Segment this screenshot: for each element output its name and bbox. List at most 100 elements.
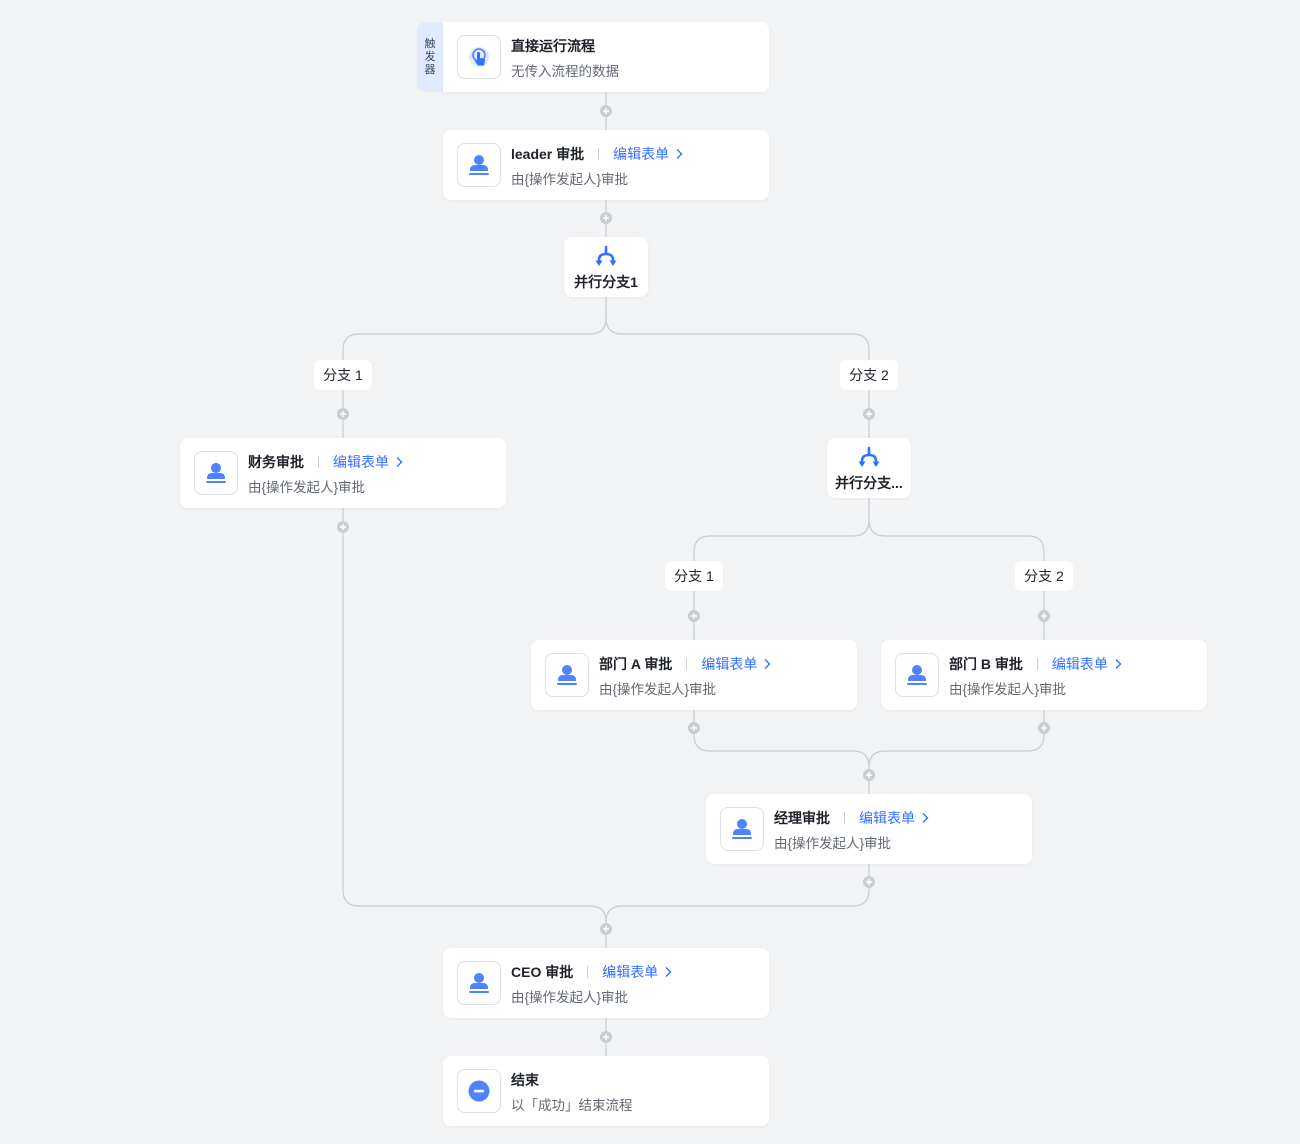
approval-node-manager[interactable]: 经理审批 编辑表单 由{操作发起人}审批	[706, 794, 1032, 864]
approver-icon	[545, 653, 589, 697]
parallel-branch-label: 并行分支1	[574, 274, 638, 290]
branch-label[interactable]: 分支 1	[665, 561, 723, 591]
edit-form-link[interactable]: 编辑表单	[701, 654, 771, 674]
divider	[844, 812, 845, 824]
chevron-right-icon	[396, 457, 403, 467]
edit-form-link[interactable]: 编辑表单	[333, 452, 403, 472]
connector	[868, 519, 1045, 640]
node-title-row: leader 审批 编辑表单	[511, 144, 683, 164]
approver-icon	[895, 653, 939, 697]
connector	[868, 709, 1045, 768]
node-title: leader 审批	[511, 146, 585, 162]
node-subtitle: 由{操作发起人}审批	[511, 990, 629, 1005]
node-title: CEO 审批	[511, 964, 574, 980]
node-title-row: 部门 A 审批 编辑表单	[599, 654, 771, 674]
edit-form-label: 编辑表单	[602, 964, 659, 980]
chevron-right-icon	[922, 813, 929, 823]
node-title-row: 直接运行流程	[511, 36, 595, 56]
node-title: 直接运行流程	[511, 38, 595, 54]
node-subtitle: 无传入流程的数据	[511, 64, 619, 79]
add-node-button[interactable]	[600, 1031, 612, 1043]
edit-form-link[interactable]: 编辑表单	[1052, 654, 1122, 674]
edit-form-label: 编辑表单	[613, 146, 670, 162]
connector	[342, 508, 607, 948]
trigger-tab: 触 发 器	[417, 22, 443, 92]
connector	[693, 709, 870, 794]
chevron-right-icon	[764, 659, 771, 669]
add-node-button[interactable]	[600, 212, 612, 224]
connector	[342, 297, 607, 438]
edit-form-label: 编辑表单	[859, 810, 915, 826]
connector	[605, 863, 870, 923]
divider	[1036, 658, 1038, 670]
add-node-button[interactable]	[863, 876, 875, 888]
edit-form-label: 编辑表单	[333, 454, 389, 470]
node-title-row: 经理审批 编辑表单	[774, 808, 929, 828]
approval-node-finance[interactable]: 财务审批 编辑表单 由{操作发起人}审批	[180, 438, 506, 508]
parallel-branch-icon	[595, 245, 617, 266]
edit-form-link[interactable]: 编辑表单	[602, 962, 672, 982]
parallel-branch-icon	[858, 446, 880, 467]
tap-hand-icon	[457, 35, 501, 79]
end-node[interactable]: 结束 以「成功」结束流程	[443, 1056, 769, 1126]
node-title-row: 结束	[511, 1070, 539, 1090]
node-subtitle: 由{操作发起人}审批	[248, 480, 366, 495]
branch-label-text: 分支 2	[849, 367, 889, 383]
trigger-tab-char: 发	[424, 50, 436, 63]
add-node-button[interactable]	[600, 105, 612, 117]
approval-node-ceo[interactable]: CEO 审批 编辑表单 由{操作发起人}审批	[443, 948, 769, 1018]
node-title: 部门 A 审批	[599, 656, 673, 672]
add-node-button[interactable]	[1038, 722, 1050, 734]
parallel-branch-label: 并行分支...	[835, 475, 903, 491]
add-node-button[interactable]	[337, 408, 349, 420]
node-subtitle: 由{操作发起人}审批	[511, 172, 629, 187]
parallel-branch-node[interactable]: 并行分支1	[564, 237, 648, 297]
connector	[605, 317, 870, 438]
branch-label[interactable]: 分支 2	[1015, 561, 1073, 591]
approver-icon	[457, 143, 501, 187]
divider	[318, 456, 319, 468]
approval-node-dept-b[interactable]: 部门 B 审批 编辑表单 由{操作发起人}审批	[881, 640, 1207, 710]
chevron-right-icon	[1115, 659, 1122, 669]
node-title-row: 部门 B 审批 编辑表单	[949, 654, 1122, 674]
node-title-row: 财务审批 编辑表单	[248, 452, 403, 472]
add-node-button[interactable]	[600, 923, 612, 935]
chevron-right-icon	[665, 967, 672, 977]
approval-node-dept-a[interactable]: 部门 A 审批 编辑表单 由{操作发起人}审批	[531, 640, 857, 710]
chevron-right-icon	[676, 149, 683, 159]
add-node-button[interactable]	[1038, 610, 1050, 622]
edit-form-link[interactable]: 编辑表单	[859, 808, 929, 828]
branch-label[interactable]: 分支 2	[840, 360, 898, 390]
approver-icon	[457, 961, 501, 1005]
branch-label[interactable]: 分支 1	[314, 360, 372, 390]
node-title: 经理审批	[774, 810, 830, 826]
edit-form-label: 编辑表单	[1051, 656, 1108, 672]
approver-icon	[194, 451, 238, 495]
add-node-button[interactable]	[863, 408, 875, 420]
trigger-tab-char: 触	[424, 37, 436, 50]
add-node-button[interactable]	[688, 722, 700, 734]
branch-label-text: 分支 1	[674, 568, 714, 584]
trigger-node[interactable]: 直接运行流程 无传入流程的数据	[443, 22, 769, 92]
add-node-button[interactable]	[337, 521, 349, 533]
trigger-tab-char: 器	[424, 63, 436, 76]
divider	[587, 966, 589, 978]
node-subtitle: 由{操作发起人}审批	[949, 682, 1067, 697]
branch-label-text: 分支 1	[323, 367, 363, 383]
stop-icon	[457, 1069, 501, 1113]
node-subtitle: 由{操作发起人}审批	[774, 836, 892, 851]
node-subtitle: 以「成功」结束流程	[511, 1098, 633, 1113]
node-title: 财务审批	[248, 454, 304, 470]
edit-form-link[interactable]: 编辑表单	[613, 144, 683, 164]
node-title-row: CEO 审批 编辑表单	[511, 962, 672, 982]
add-node-button[interactable]	[863, 769, 875, 781]
approval-node-leader[interactable]: leader 审批 编辑表单 由{操作发起人}审批	[443, 130, 769, 200]
add-node-button[interactable]	[688, 610, 700, 622]
connector	[693, 498, 870, 640]
approver-icon	[720, 807, 764, 851]
parallel-branch-node[interactable]: 并行分支...	[827, 438, 911, 498]
divider	[686, 658, 688, 670]
node-subtitle: 由{操作发起人}审批	[599, 682, 717, 697]
edit-form-label: 编辑表单	[701, 656, 758, 672]
